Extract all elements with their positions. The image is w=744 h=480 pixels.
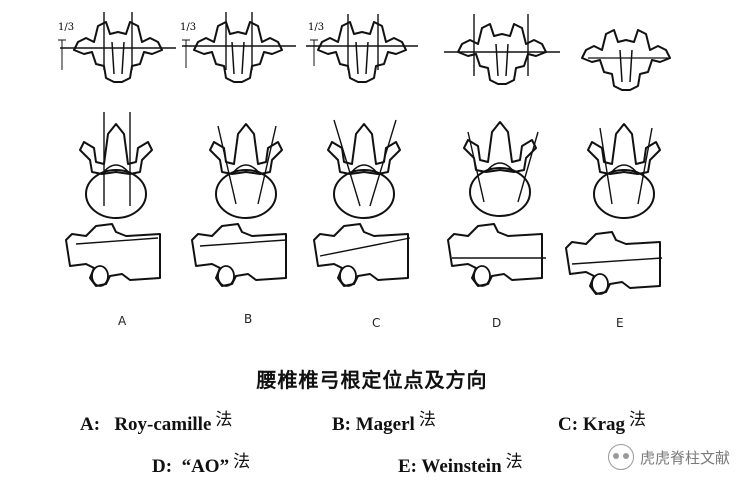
watermark-text: 虎虎脊柱文献: [639, 448, 730, 467]
column-label-c: C: [372, 316, 381, 330]
posterior-view-c: [306, 14, 418, 83]
column-label-b: B: [244, 312, 253, 326]
watermark: 虎虎脊柱文献: [607, 444, 730, 470]
legend-suffix: 法: [233, 452, 251, 472]
column-label-d: D: [492, 316, 502, 330]
fraction-label: 1/3: [180, 22, 196, 33]
legend-key: E:: [398, 456, 417, 477]
fraction-marker-a: 1/3: [58, 22, 74, 70]
lateral-view-e: [565, 231, 663, 295]
fraction-marker-b: 1/3: [180, 22, 196, 68]
lateral-view-c: [313, 223, 411, 287]
wechat-icon: [607, 444, 634, 470]
lateral-view-a: [65, 223, 161, 287]
legend-key: A:: [80, 414, 101, 435]
column-label-a: A: [118, 314, 127, 328]
lateral-view-b: [191, 223, 287, 287]
posterior-view-b: [182, 12, 296, 83]
legend-key: B:: [332, 414, 351, 435]
legend-name: Roy-camille: [114, 414, 212, 435]
legend-suffix: 法: [215, 410, 233, 430]
legend-suffix: 法: [629, 410, 647, 430]
legend-name: Weinstein: [421, 456, 502, 477]
posterior-view-d: [444, 14, 560, 85]
axial-view-b: [209, 123, 283, 219]
figure-title: 腰椎椎弓根定位点及方向: [256, 368, 488, 392]
lateral-view-d: [447, 223, 546, 287]
legend-name: Krag: [582, 414, 626, 435]
axial-view-e: [587, 123, 661, 219]
legend-key: C:: [558, 414, 579, 435]
posterior-view-a: [60, 12, 176, 83]
posterior-view-e: [581, 29, 671, 91]
legend-name: “AO”: [181, 456, 230, 477]
legend-key: D:: [152, 456, 173, 477]
legend-name: Magerl: [355, 414, 415, 435]
legend-item-d: D: “AO”法: [152, 452, 250, 478]
legend-suffix: 法: [505, 452, 523, 472]
fraction-marker-c: 1/3: [308, 22, 324, 66]
axial-view-d: [463, 121, 539, 217]
fraction-label: 1/3: [58, 22, 74, 33]
fraction-label: 1/3: [308, 22, 324, 33]
legend-suffix: 法: [418, 410, 436, 430]
axial-view-a: [79, 112, 153, 219]
axial-view-c: [327, 119, 401, 219]
column-label-e: E: [616, 316, 624, 330]
